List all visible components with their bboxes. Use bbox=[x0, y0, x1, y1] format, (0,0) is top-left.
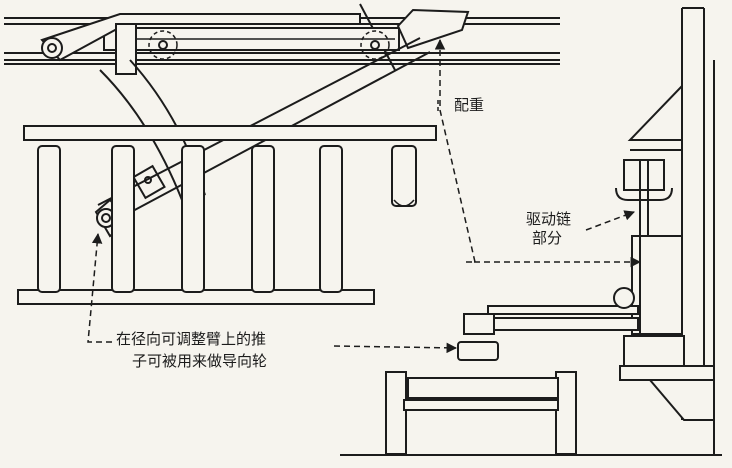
drive-chain-leader bbox=[585, 210, 635, 231]
pusher-leader-right bbox=[333, 342, 458, 354]
drive-chain-label-line2: 部分 bbox=[530, 229, 565, 247]
drive-chain-label-line1: 驱动链 bbox=[524, 210, 574, 228]
counterweight-leader bbox=[440, 40, 476, 263]
counterweight-block bbox=[396, 8, 470, 50]
upper-arm bbox=[40, 13, 361, 75]
pusher-label-line1: 在径向可调整臂上的推 bbox=[114, 330, 269, 348]
pusher-leader-left bbox=[87, 232, 112, 343]
roller-conveyor bbox=[17, 125, 437, 305]
drive-chain-assembly bbox=[615, 159, 673, 240]
counterweight-link-bar bbox=[103, 27, 400, 60]
counterweight-label: 配重 bbox=[452, 96, 487, 114]
base-frame bbox=[340, 335, 722, 456]
pusher-label-line2: 子可被用来做导向轮 bbox=[130, 352, 270, 370]
lift-carriage bbox=[631, 235, 683, 335]
lift-arm bbox=[457, 287, 639, 361]
